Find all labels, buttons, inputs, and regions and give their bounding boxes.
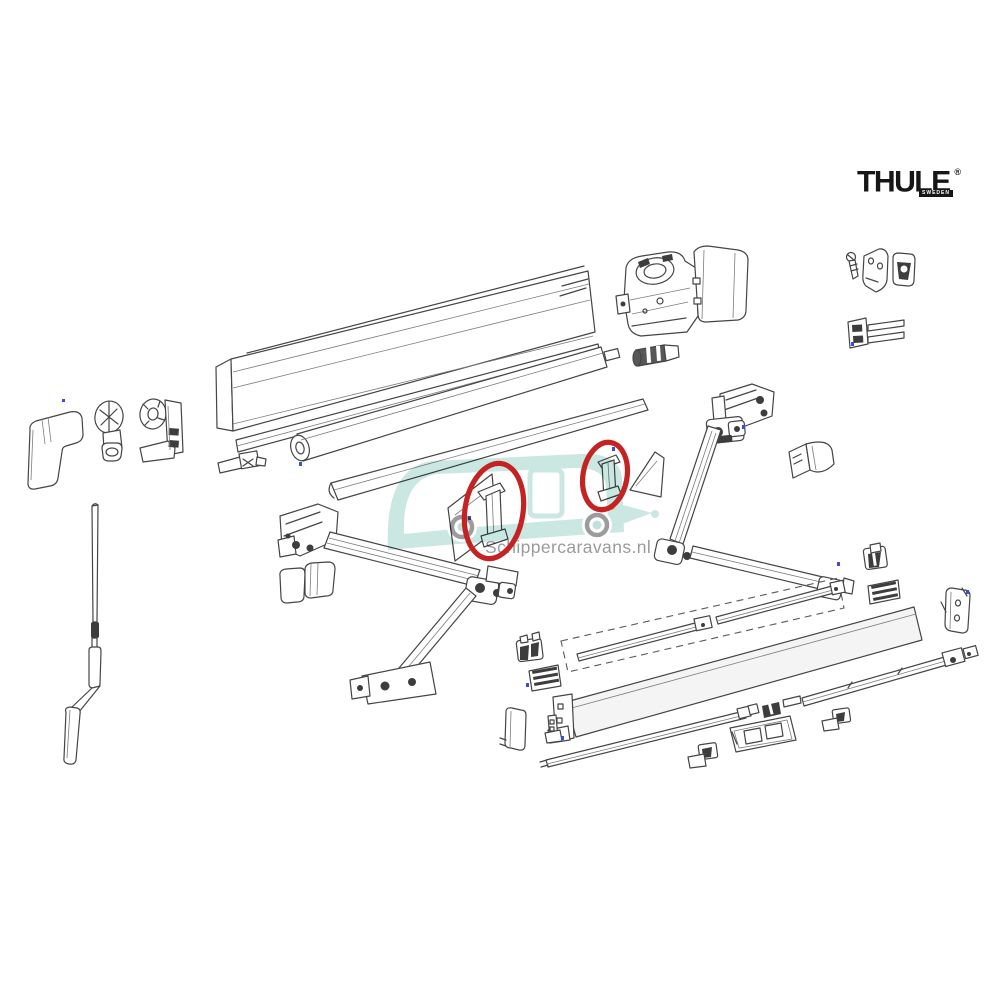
hardware-mid-right [862, 542, 901, 605]
highlight-ellipses [461, 439, 631, 562]
prong-bracket [847, 317, 905, 349]
end-cap-right [940, 587, 971, 634]
roller-tube [290, 346, 621, 462]
watermark-caravan-logo: Schippercaravans.nl [387, 453, 659, 557]
fabric-panel [547, 606, 923, 744]
spring-arm-left [277, 503, 519, 705]
thule-logo: THULE ® SWEDEN [857, 167, 963, 203]
mounting-plate [862, 248, 889, 293]
gearbox-mechanism [615, 251, 699, 337]
clamp-bottom-right [821, 707, 852, 732]
ribbed-coupler [632, 344, 680, 367]
watermark-text: Schippercaravans.nl [485, 537, 651, 557]
thule-sweden-badge: SWEDEN [919, 190, 953, 197]
gear-bracket [139, 398, 184, 463]
clamp-block [892, 252, 916, 287]
arm-knuckle-covers-left [279, 561, 336, 604]
hardware-bottom-center [499, 631, 563, 751]
arm-cover-right [788, 441, 835, 479]
gearbox-cover [692, 245, 749, 323]
crank-handle [63, 503, 102, 765]
hardware-bottom-right [687, 707, 852, 769]
clamp-bottom-left [687, 742, 719, 769]
support-rail-kit [560, 577, 846, 673]
screw [845, 251, 859, 280]
winch-knob [94, 400, 124, 462]
highlight-ellipse-left [461, 460, 527, 562]
hardware-top-right [845, 248, 916, 349]
lead-rail [539, 645, 979, 768]
registered-trademark-icon: ® [954, 167, 961, 177]
highlight-ellipse-right [579, 439, 631, 513]
end-cap-left [27, 411, 84, 490]
pin-connector [217, 450, 267, 474]
spring-arm-right [653, 383, 855, 601]
watermark-wheel-right [582, 510, 612, 540]
